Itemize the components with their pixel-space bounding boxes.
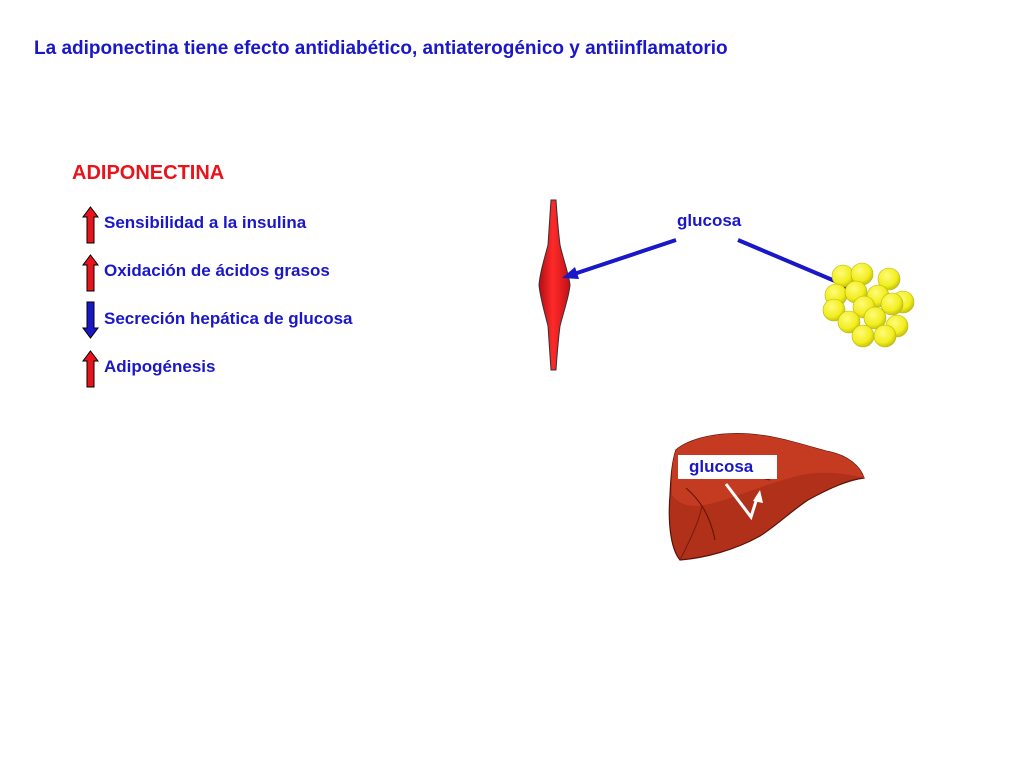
muscle-icon bbox=[538, 199, 571, 371]
effect-hepatic-glucose-secretion: Secreción hepática de glucosa bbox=[104, 309, 353, 328]
effect-sensitivity-insulin: Sensibilidad a la insulina bbox=[104, 213, 307, 232]
glucose-to-muscle-arrow bbox=[562, 238, 677, 279]
effect-adipogenesis: Adipogénesis bbox=[104, 357, 216, 376]
adiponectina-heading: ADIPONECTINA bbox=[72, 162, 225, 184]
effect-fatty-acid-oxidation: Oxidación de ácidos grasos bbox=[104, 261, 330, 280]
glucose-label-top: glucosa bbox=[677, 211, 742, 230]
down-arrow-icon bbox=[82, 301, 99, 339]
glucose-label-liver: glucosa bbox=[689, 457, 754, 476]
slide-title: La adiponectina tiene efecto antidiabéti… bbox=[34, 38, 728, 59]
liver-glucose-label-box bbox=[678, 455, 777, 479]
up-arrow-icon bbox=[82, 254, 99, 292]
adipocyte-cluster-icon bbox=[822, 262, 915, 348]
liver-release-arrow bbox=[724, 483, 763, 521]
up-arrow-icon bbox=[82, 206, 99, 244]
up-arrow-icon bbox=[82, 350, 99, 388]
liver-icon bbox=[668, 433, 865, 561]
